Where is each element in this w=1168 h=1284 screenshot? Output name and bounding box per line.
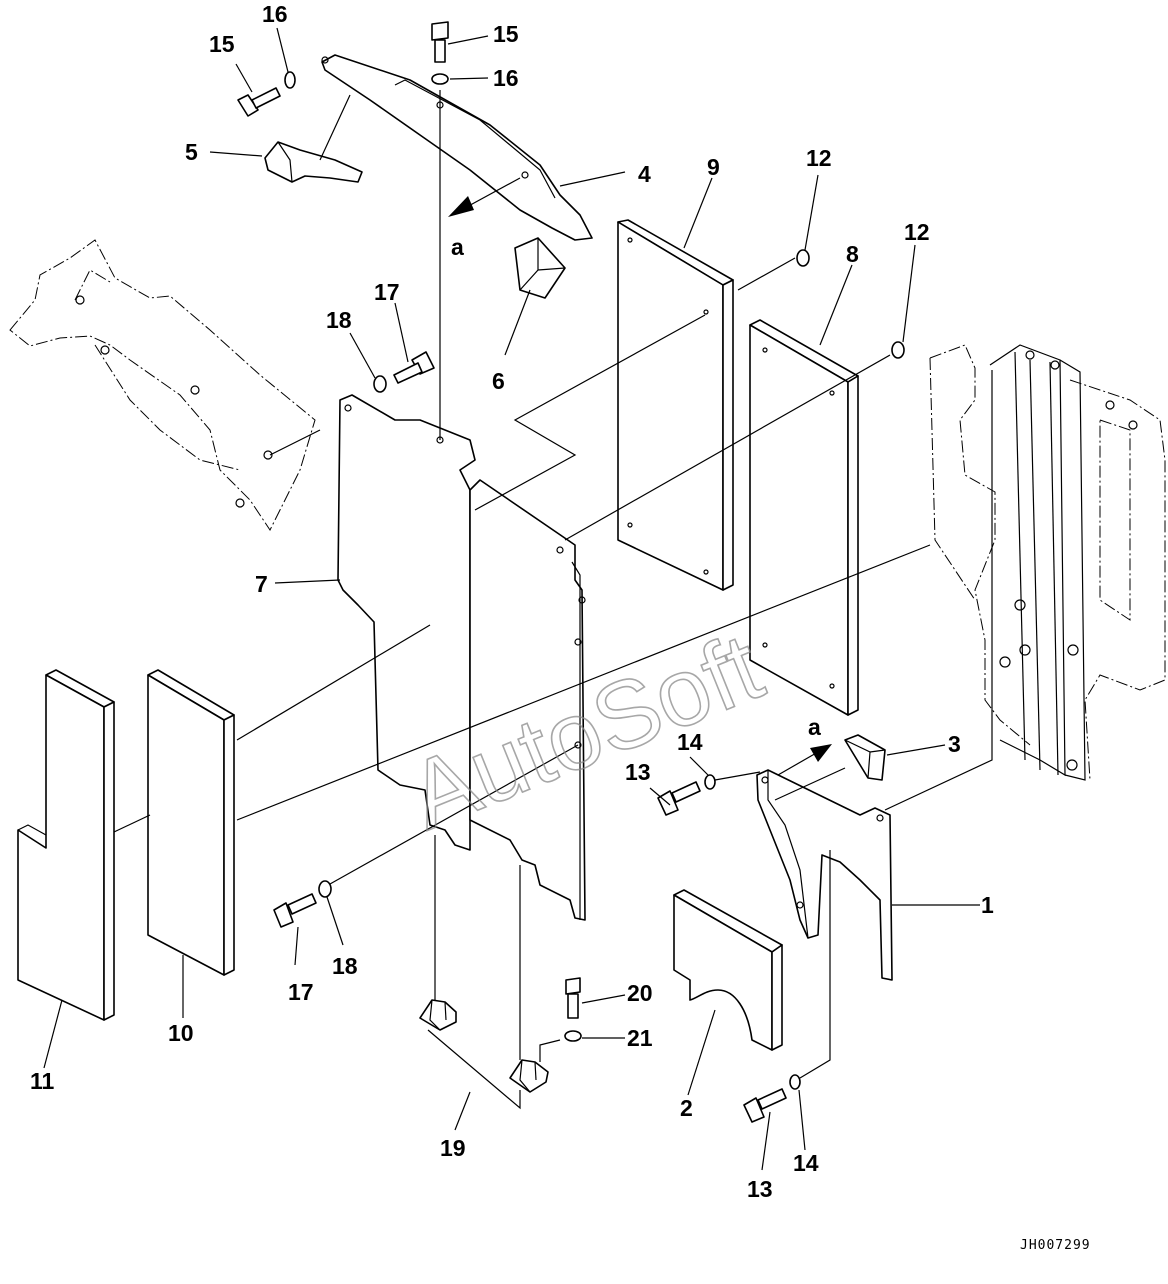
part-6-pad bbox=[514, 237, 566, 299]
bolt-20 bbox=[565, 977, 581, 1019]
figure-id: JH007299 bbox=[1020, 1238, 1091, 1253]
callout-21: 21 bbox=[627, 1025, 653, 1051]
callout-18-upper: 18 bbox=[326, 307, 352, 333]
view-marker-a-upper: a bbox=[451, 234, 464, 260]
callout-7: 7 bbox=[255, 571, 268, 597]
bolt-17-lower bbox=[273, 893, 317, 928]
callout-8: 8 bbox=[846, 241, 859, 267]
part-11-pad bbox=[17, 669, 115, 1021]
callout-18-lower: 18 bbox=[332, 953, 358, 979]
callout-14-lower: 14 bbox=[793, 1150, 819, 1176]
bolt-15-left bbox=[237, 87, 281, 117]
callout-17-lower: 17 bbox=[288, 979, 314, 1005]
callout-19: 19 bbox=[440, 1135, 466, 1161]
callout-12-right: 12 bbox=[904, 219, 930, 245]
washers bbox=[284, 71, 905, 1090]
callout-3: 3 bbox=[948, 731, 961, 757]
bolt-17-upper bbox=[393, 351, 435, 384]
part-4-upper-bracket bbox=[321, 54, 593, 241]
part-7-front-plate bbox=[469, 479, 586, 921]
callout-6: 6 bbox=[492, 368, 505, 394]
callout-13-upper: 13 bbox=[625, 759, 651, 785]
callout-labels: 15 16 15 16 5 4 9 12 8 12 17 18 6 7 3 14… bbox=[30, 1, 1091, 1253]
callout-leaders bbox=[43, 27, 980, 1171]
callout-13-lower: 13 bbox=[747, 1176, 773, 1202]
part-5-bracket bbox=[264, 141, 363, 183]
view-marker-a-lower: a bbox=[808, 714, 821, 740]
part-9-pad bbox=[617, 219, 734, 591]
callout-20: 20 bbox=[627, 980, 653, 1006]
right-frame-phantom bbox=[929, 344, 1166, 781]
callout-17-upper: 17 bbox=[374, 279, 400, 305]
bolt-13-upper bbox=[657, 781, 701, 816]
callout-12-upper: 12 bbox=[806, 145, 832, 171]
callout-9: 9 bbox=[707, 154, 720, 180]
view-arrow-a-lower: a bbox=[777, 714, 832, 776]
view-arrow-a-upper: a bbox=[448, 177, 521, 260]
callout-10: 10 bbox=[168, 1020, 194, 1046]
part-3-pad bbox=[844, 734, 886, 781]
callout-1: 1 bbox=[981, 892, 994, 918]
assembly-lines bbox=[113, 90, 993, 1110]
bolt-15-top bbox=[431, 21, 449, 63]
part-1-bracket bbox=[756, 769, 893, 981]
callout-15-left: 15 bbox=[209, 31, 235, 57]
bolt-13-lower bbox=[743, 1088, 787, 1123]
part-8-pad bbox=[749, 319, 859, 716]
callout-15-top: 15 bbox=[493, 21, 519, 47]
callout-16-top: 16 bbox=[493, 65, 519, 91]
callout-14-upper: 14 bbox=[677, 729, 703, 755]
left-frame-phantom bbox=[9, 239, 316, 531]
callout-5: 5 bbox=[185, 139, 198, 165]
part-19-clamps bbox=[419, 999, 549, 1093]
callout-4: 4 bbox=[638, 161, 651, 187]
part-10-pad bbox=[147, 669, 235, 976]
part-2-pad bbox=[673, 889, 783, 1051]
part-7-main-plate bbox=[337, 394, 476, 851]
callout-16-left: 16 bbox=[262, 1, 288, 27]
callout-11: 11 bbox=[30, 1068, 55, 1094]
callout-2: 2 bbox=[680, 1095, 693, 1121]
